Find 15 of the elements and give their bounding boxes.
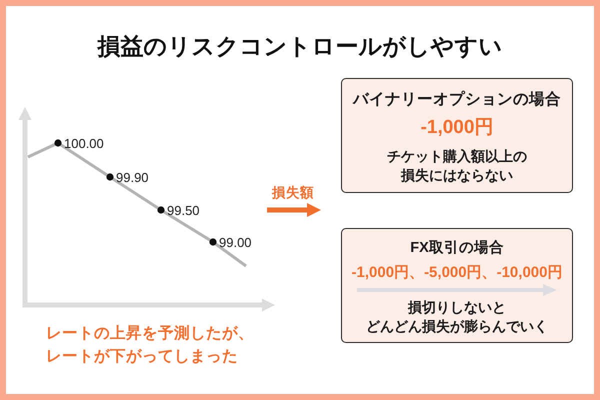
box-note: チケット購入額以上の損失にはならない xyxy=(386,146,528,184)
box-heading: バイナリーオプションの場合 xyxy=(353,90,561,110)
loss-amount: -1,000円 xyxy=(420,116,494,140)
arrow-label: 損失額 xyxy=(270,184,315,202)
data-label: 99.90 xyxy=(116,170,149,184)
data-label: 99.50 xyxy=(167,202,200,218)
info-box xyxy=(341,78,573,193)
title: 損益のリスクコントロールがしやすい xyxy=(96,32,504,61)
loss-amount: -1,000円、-5,000円、-10,000円 xyxy=(352,262,562,282)
data-label: 99.00 xyxy=(219,234,252,250)
chart-caption: レートの上昇を予測したが、レートが下がってしまった xyxy=(46,324,255,367)
box-heading: FX取引の場合 xyxy=(410,238,504,258)
data-label: 100.00 xyxy=(64,136,104,150)
box-note: 損切りしないとどんどん損失が膨らんでいく xyxy=(365,298,549,336)
info-box xyxy=(341,228,573,343)
